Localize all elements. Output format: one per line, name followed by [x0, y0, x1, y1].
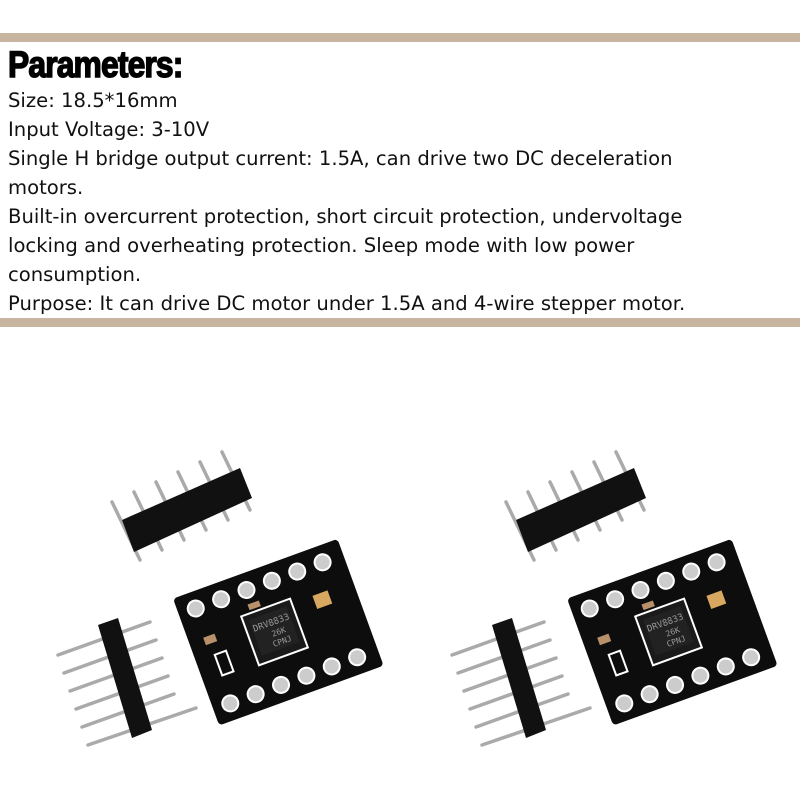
driver-module-right — [450, 450, 780, 747]
param-voltage: Input Voltage: 3-10V — [8, 118, 210, 141]
param-purpose: Purpose: It can drive DC motor under 1.5… — [8, 292, 686, 315]
param-protection-cont: locking and overheating protection. Slee… — [8, 234, 635, 257]
parameters-heading: Parameters: — [7, 43, 184, 86]
driver-board: DRV8833 26K CPNJ — [174, 539, 383, 725]
param-protection: Built-in overcurrent protection, short c… — [8, 205, 683, 228]
top-divider-bar — [0, 33, 800, 42]
param-current-cont: motors. — [8, 176, 84, 199]
driver-module-left: DRV8833 26K CPNJ — [56, 450, 383, 747]
param-size: Size: 18.5*16mm — [8, 89, 178, 112]
parameters-list: Size: 18.5*16mm Input Voltage: 3-10V Sin… — [8, 86, 800, 318]
pin-header-top — [110, 450, 252, 562]
param-protection-cont2: consumption. — [8, 263, 142, 286]
pin-header-left — [56, 618, 198, 747]
bottom-divider-bar — [0, 318, 800, 327]
param-current: Single H bridge output current: 1.5A, ca… — [8, 147, 673, 170]
